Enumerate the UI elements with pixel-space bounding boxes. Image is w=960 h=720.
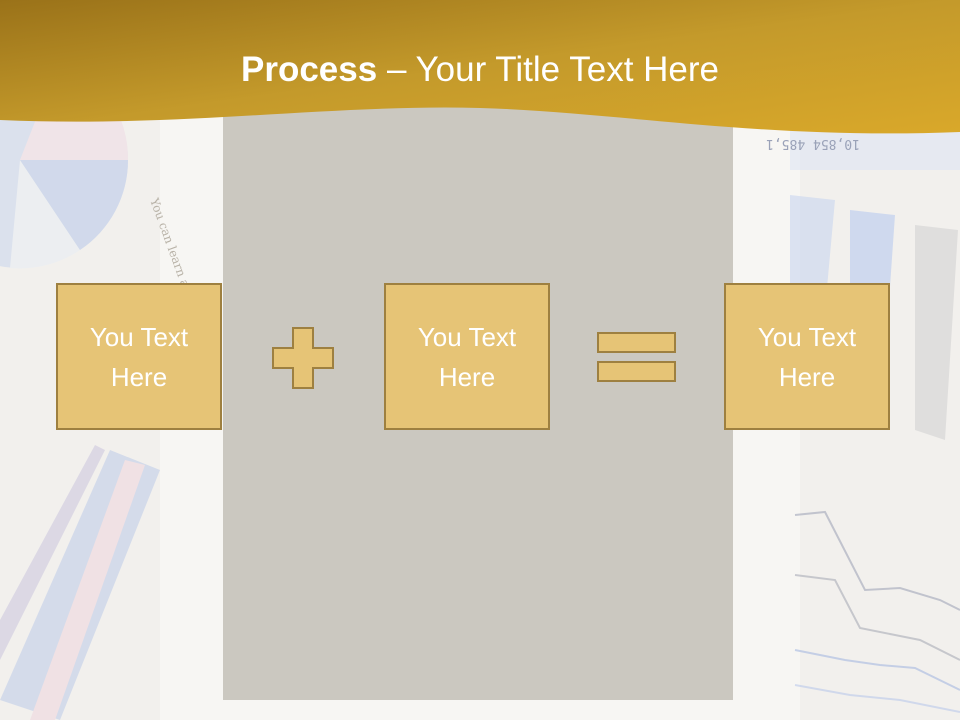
process-box-1[interactable]: You Text Here xyxy=(56,283,222,430)
process-box-result[interactable]: You Text Here xyxy=(724,283,890,430)
process-box-result-text: You Text Here xyxy=(757,321,857,392)
slide-title: Process – Your Title Text Here xyxy=(0,50,960,90)
title-rest: – Your Title Text Here xyxy=(377,50,719,89)
plus-icon xyxy=(272,327,334,389)
title-bold: Process xyxy=(241,50,378,89)
svg-text:10,854 485,1: 10,854 485,1 xyxy=(766,136,860,151)
process-box-2[interactable]: You Text Here xyxy=(384,283,550,430)
process-box-1-text: You Text Here xyxy=(89,321,189,392)
title-banner xyxy=(0,0,960,134)
faint-area-chart xyxy=(0,445,160,720)
faint-line-chart xyxy=(794,510,960,713)
equals-icon xyxy=(597,332,676,382)
process-box-2-text: You Text Here xyxy=(417,321,517,392)
